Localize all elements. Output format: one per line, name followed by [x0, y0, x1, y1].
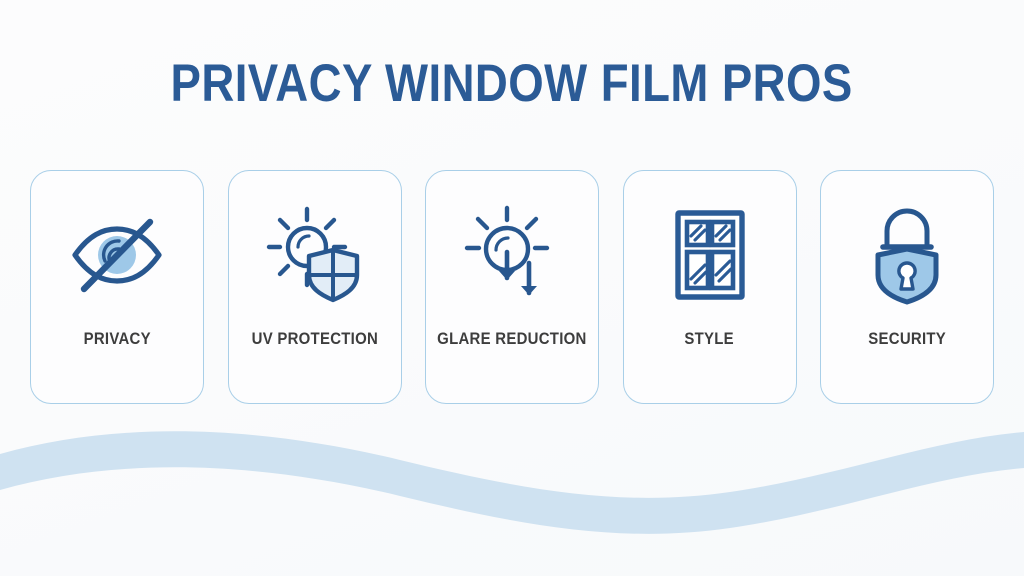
- page-title-container: PRIVACY WINDOW FILM PROS: [0, 56, 1024, 112]
- eye-off-icon: [67, 205, 167, 305]
- feature-card-label: UV PROTECTION: [251, 329, 378, 348]
- feature-card-label: STYLE: [684, 329, 735, 348]
- sun-shield-icon: [265, 205, 365, 305]
- feature-card-style[interactable]: STYLE: [622, 170, 797, 404]
- feature-card-label: GLARE REDUCTION: [437, 329, 587, 348]
- feature-card-label: PRIVACY: [83, 329, 151, 348]
- feature-cards-row: PRIVACY: [30, 170, 994, 404]
- sun-down-arrows-icon: [462, 205, 562, 305]
- feature-card-label: SECURITY: [868, 329, 946, 348]
- feature-card-security[interactable]: SECURITY: [820, 170, 994, 404]
- lock-shield-icon: [857, 205, 957, 305]
- window-icon: [660, 205, 760, 305]
- decorative-wave: [0, 416, 1024, 576]
- feature-card-uv-protection[interactable]: UV PROTECTION: [227, 170, 402, 404]
- page-title: PRIVACY WINDOW FILM PROS: [170, 54, 854, 113]
- feature-card-glare-reduction[interactable]: GLARE REDUCTION: [425, 170, 599, 404]
- feature-card-privacy[interactable]: PRIVACY: [30, 170, 204, 404]
